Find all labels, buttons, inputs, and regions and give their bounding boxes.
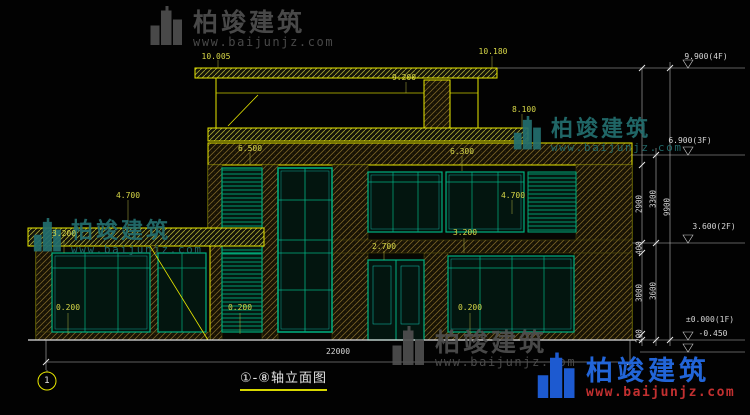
stair-window [277,167,333,333]
louver-2f [527,171,577,233]
main-facade [207,164,633,341]
chain-label-3300: 3300 [648,189,658,209]
level-label-4f: 9.900(4F) [684,52,728,61]
brand-logo: 柏竣建筑 www.baijunjz.com [536,352,735,406]
axis-bubble-number: 1 [44,376,50,386]
dim-label-4700-left: 4.700 [115,191,141,200]
window-1f-right [447,255,575,333]
dim-label-3200-right: 3.200 [452,228,478,237]
brand-building-icon [512,116,544,156]
brand-building-icon [148,6,186,52]
entry-door [367,259,425,341]
watermark-brand: 柏竣建筑 [435,328,548,358]
watermark-url: www.baijunjz.com [71,242,203,256]
chain-label-9900: 9900 [662,197,672,217]
level-label-1f: ±0.000(1F) [685,315,735,324]
watermark-right: 柏竣建筑 www.baijunjz.com [512,116,683,156]
chain-label-400: 400 [634,241,644,255]
dim-label-2700: 2.700 [371,242,397,251]
window-1f-mid [157,252,207,333]
left-wing [27,227,265,341]
dim-label-0200-left: 0.200 [55,303,81,312]
brand-building-icon [536,352,578,406]
dim-label-total-width: 22000 [325,347,351,356]
dim-label-9200: 9.200 [391,73,417,82]
dim-label-4700-right: 4.700 [500,191,526,200]
dim-label-0200-right: 0.200 [457,303,483,312]
dim-label-0200-mid: 0.200 [227,303,253,312]
leader-lines [63,56,523,334]
chain-label-3000: 3000 [634,283,644,303]
logo-brand: 柏竣建筑 [586,356,710,387]
watermark-bottom: 柏竣建筑 www.baijunjz.com [390,326,576,372]
window-2f-left [367,171,443,233]
dimension-lines [42,62,674,372]
dim-label-8100: 8.100 [511,105,537,114]
brand-building-icon [390,326,428,372]
watermark-left: 柏竣建筑 www.baijunjz.com [32,218,203,258]
dim-label-6300: 6.300 [449,147,475,156]
watermark-brand: 柏竣建筑 [193,8,306,38]
level-label-3f: 6.900(3F) [668,136,712,145]
dim-label-10005: 10.005 [201,52,231,61]
axis-bubble-circle [37,371,57,391]
drawing-title: ①-⑧轴立面图 [240,371,327,391]
louver-strip [221,167,263,333]
watermark-top: 柏竣建筑 www.baijunjz.com [148,6,334,52]
chain-label-3600: 3600 [648,281,658,301]
brand-building-icon [32,218,64,258]
watermark-url: www.baijunjz.com [435,355,577,370]
level-markers [497,59,745,353]
dim-label-10180: 10.180 [478,47,508,56]
chain-label-2900: 2900 [634,194,644,214]
watermark-brand: 柏竣建筑 [71,219,172,245]
window-1f-left [51,252,151,333]
level-label-minus450: -0.450 [698,329,728,338]
watermark-url: www.baijunjz.com [551,140,683,154]
watermark-brand: 柏竣建筑 [551,117,652,143]
window-2f-right [445,171,525,233]
dim-label-6500: 6.500 [237,144,263,153]
level-label-2f: 3.600(2F) [692,222,736,231]
logo-url: www.baijunjz.com [586,385,736,401]
chain-label-200: 200 [634,329,644,343]
dim-label-3200-left: 3.200 [51,229,77,238]
watermark-url: www.baijunjz.com [193,35,335,50]
